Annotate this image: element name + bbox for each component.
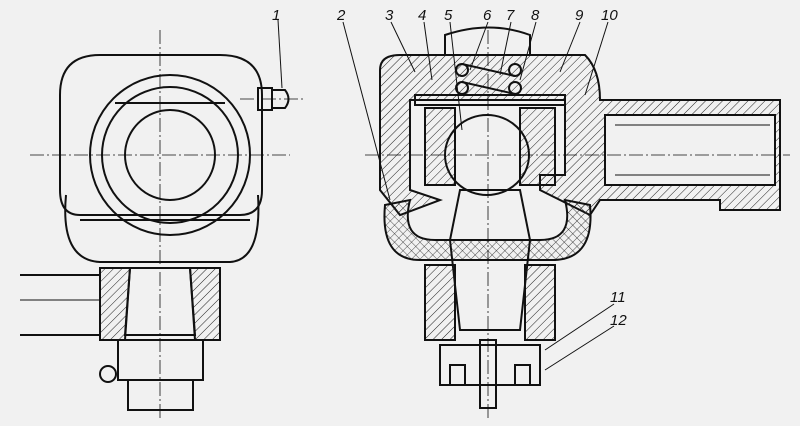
part-label-4: 4 [418,7,426,24]
part-label-6: 6 [483,7,492,24]
part-label-3: 3 [385,7,394,24]
part-label-8: 8 [531,7,540,24]
part-label-5: 5 [444,7,453,24]
part-label-2: 2 [336,7,346,24]
leader-lines [277,19,615,371]
part-label-9: 9 [575,7,584,24]
part-label-10: 10 [601,7,618,24]
part-label-11: 11 [610,289,626,306]
part-label-12: 12 [610,312,627,329]
section-view [365,26,790,420]
spring [455,63,522,95]
part-label-1: 1 [272,7,280,24]
part-label-7: 7 [506,7,515,24]
side-view [20,30,305,420]
part-labels: 1 2 3 4 5 6 7 8 9 10 11 12 [272,7,627,329]
